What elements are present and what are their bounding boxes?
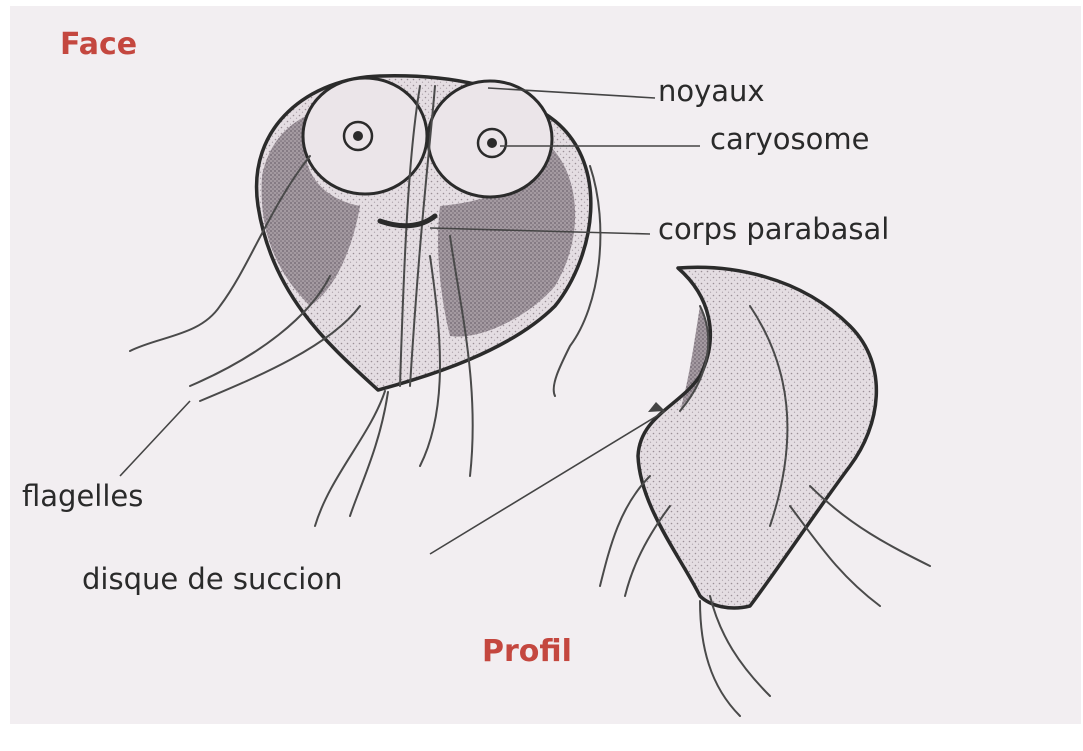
leader-disque-de-succion bbox=[430, 411, 665, 554]
title-face: Face bbox=[60, 27, 137, 62]
flagellum-8 bbox=[350, 392, 388, 516]
caryosome-right bbox=[487, 138, 497, 148]
label-caryosome: caryosome bbox=[710, 122, 870, 156]
caryosome-left bbox=[353, 131, 363, 141]
profile-view-cell bbox=[600, 267, 930, 716]
profile-flagellum-5 bbox=[710, 596, 770, 696]
nucleus-left bbox=[303, 78, 427, 194]
face-view-cell bbox=[130, 76, 600, 526]
diagram-figure: Face Profil bbox=[10, 6, 1081, 724]
flagellum-7 bbox=[315, 391, 385, 526]
label-corps-parabasal: corps parabasal bbox=[658, 212, 889, 246]
leader-disque-arrowhead bbox=[648, 402, 665, 412]
label-disque-de-succion: disque de succion bbox=[82, 562, 342, 596]
label-noyaux: noyaux bbox=[658, 74, 765, 108]
profile-flagellum-3 bbox=[600, 476, 650, 586]
profile-flagellum-6 bbox=[700, 601, 740, 716]
giardia-diagram: Face Profil bbox=[10, 6, 1081, 724]
leader-flagelles bbox=[120, 401, 190, 476]
title-profil: Profil bbox=[482, 634, 572, 669]
label-flagelles: flagelles bbox=[22, 479, 143, 513]
